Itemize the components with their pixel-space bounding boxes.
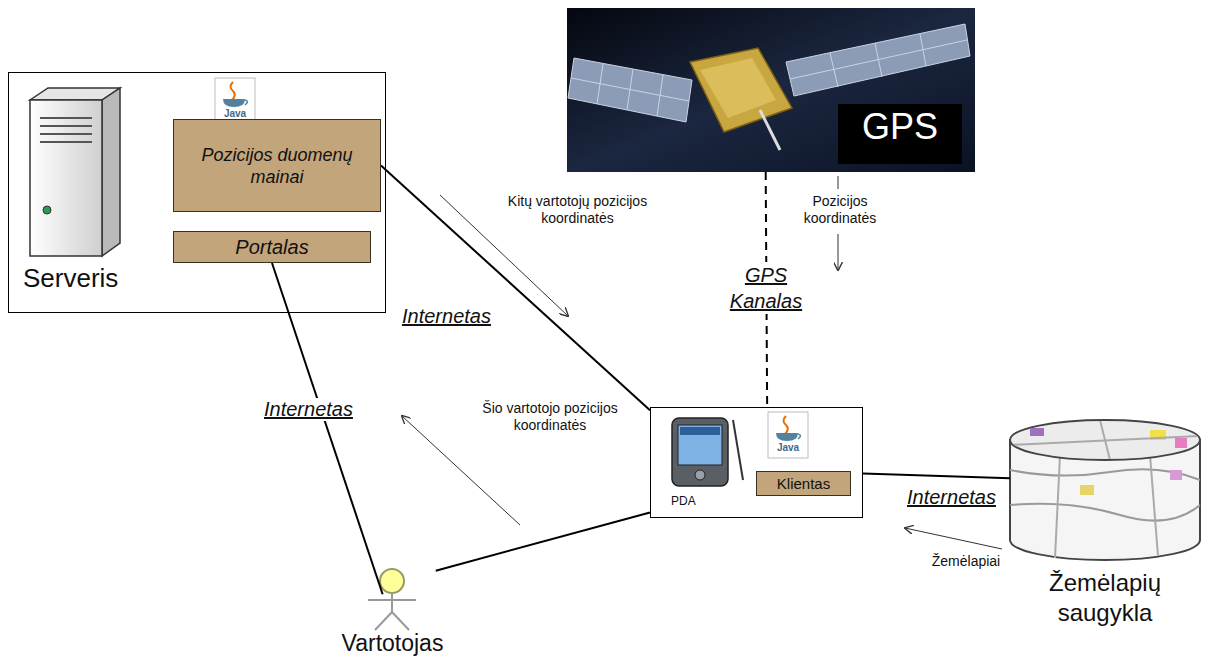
logo-text: Java bbox=[215, 108, 255, 120]
node-text: Pozicijos duomenų mainai bbox=[174, 144, 380, 188]
gps-picture-box: GPS bbox=[567, 8, 975, 172]
flow-note: Pozicijos koordinatės bbox=[790, 193, 890, 227]
logo-text: Java bbox=[768, 442, 808, 454]
actor: Vartotojas bbox=[315, 566, 476, 660]
client-box: Klientas bbox=[756, 471, 851, 496]
map-storage-cylinder bbox=[1010, 420, 1200, 560]
process-box: Portalas bbox=[173, 231, 371, 263]
direction-arrow bbox=[402, 416, 520, 525]
java-logo bbox=[215, 78, 255, 124]
edge-label: Internetas bbox=[262, 398, 355, 421]
node-text: PDA bbox=[671, 494, 696, 508]
edge-label: Internetas bbox=[400, 305, 493, 328]
connector bbox=[436, 512, 650, 570]
direction-arrow bbox=[838, 176, 839, 189]
direction-arrow bbox=[905, 528, 1002, 549]
connector bbox=[863, 474, 1010, 479]
actor-figure bbox=[368, 569, 416, 630]
java-logo bbox=[768, 412, 808, 458]
direction-arrow bbox=[838, 234, 839, 270]
pda-icon bbox=[672, 418, 743, 486]
node-text: Vartotojas bbox=[315, 630, 470, 656]
satellite-picture bbox=[567, 8, 975, 172]
node-text: Portalas bbox=[235, 236, 308, 259]
server-icon bbox=[30, 88, 120, 256]
pda-box: PDA Klientas bbox=[650, 407, 863, 518]
flow-note: Žemėlapiai bbox=[920, 553, 1012, 570]
flow-note: Kitų vartotojų pozicijos koordinatės bbox=[490, 193, 665, 227]
process-box: Pozicijos duomenų mainai bbox=[173, 119, 381, 212]
flow-note: Šio vartotojo pozicijos koordinatės bbox=[455, 400, 645, 434]
node-text: Serveris bbox=[23, 263, 118, 294]
edge-label: Internetas bbox=[905, 486, 998, 509]
edge-label: GPS Kanalas bbox=[718, 262, 814, 314]
node-text: Klientas bbox=[777, 475, 830, 492]
map-storage: Žemėlapių saugykla bbox=[1005, 420, 1211, 658]
server-box: Serveris Pozicijos duomenų mainaiPortalas bbox=[8, 72, 386, 313]
node-text: GPS bbox=[841, 106, 959, 148]
node-text: Žemėlapių saugykla bbox=[1005, 568, 1205, 628]
